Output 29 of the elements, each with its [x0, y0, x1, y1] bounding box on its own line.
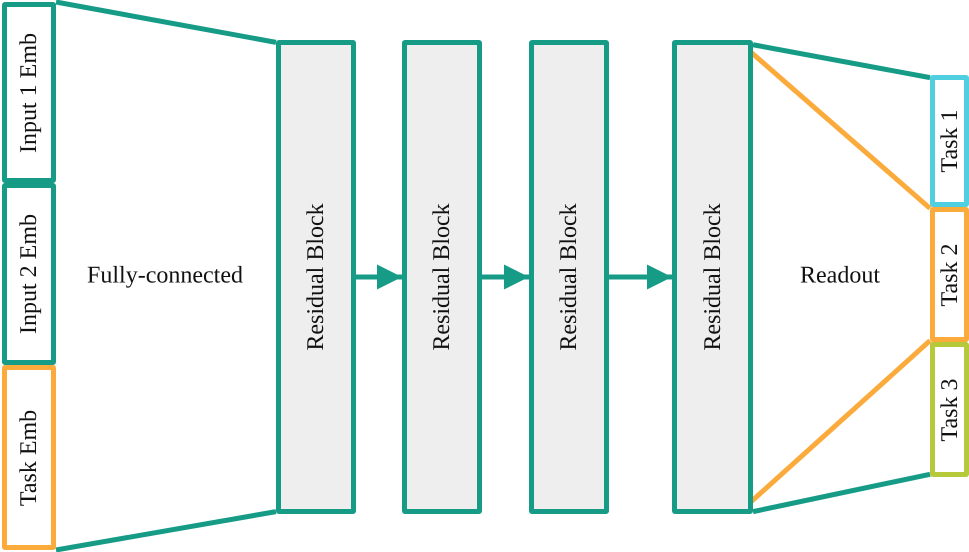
- connector-line: [56, 509, 276, 552]
- box-label: Input 2 Emb: [17, 214, 41, 334]
- connector-line: [56, 0, 276, 45]
- connector-line: [752, 42, 930, 80]
- embedding-box: [2, 2, 56, 183]
- embedding-box: [2, 365, 56, 550]
- arrow: [482, 264, 529, 290]
- box-label: Residual Block: [700, 203, 724, 351]
- box-label: Task Emb: [17, 409, 41, 506]
- residual-block: [276, 40, 356, 514]
- box-label: Residual Block: [430, 203, 454, 351]
- residual-block: [529, 40, 609, 514]
- arrow: [356, 264, 402, 290]
- embedding-box: [2, 183, 56, 365]
- task-box: [930, 75, 969, 207]
- residual-block: [402, 40, 482, 514]
- section-label: Readout: [800, 262, 880, 290]
- section-label: Fully-connected: [87, 262, 243, 290]
- box-label: Residual Block: [304, 203, 328, 351]
- box-label: Task 2: [938, 243, 962, 306]
- box-label: Task 3: [938, 378, 962, 441]
- arrow: [609, 264, 672, 290]
- task-box: [930, 207, 969, 342]
- task-box: [930, 342, 969, 477]
- box-label: Task 1: [938, 110, 962, 172]
- connector-line: [752, 472, 931, 514]
- residual-block: [672, 40, 753, 514]
- box-label: Input 1 Emb: [17, 32, 41, 152]
- box-label: Residual Block: [557, 203, 581, 351]
